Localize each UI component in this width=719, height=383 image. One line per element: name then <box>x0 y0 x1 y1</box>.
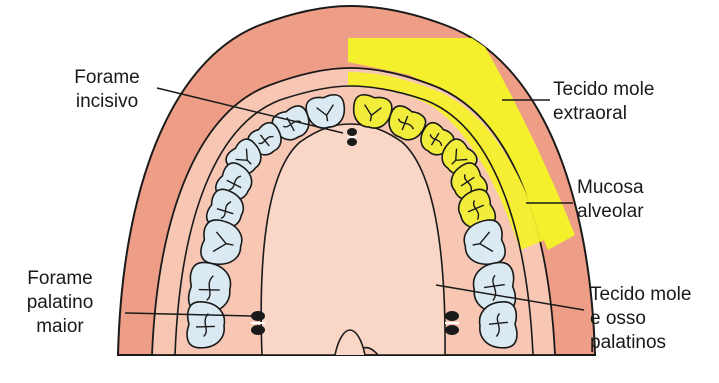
label-forame-palatino-line2: palatino <box>10 291 110 315</box>
label-forame-incisivo-line2: incisivo <box>62 90 152 114</box>
label-forame-palatino-line3: maior <box>10 315 110 339</box>
label-mucosa-alveolar-line1: Mucosa <box>577 176 644 200</box>
label-mucosa-alveolar: Mucosa alveolar <box>577 176 644 224</box>
label-forame-incisivo: Forame incisivo <box>62 66 152 114</box>
label-tecido-palatinos-line1: Tecido mole <box>590 283 691 307</box>
label-forame-incisivo-line1: Forame <box>62 66 152 90</box>
foramen-palatino-right-mark <box>445 311 459 335</box>
label-tecido-palatinos-line2: e osso <box>590 307 691 331</box>
label-forame-palatino-maior: Forame palatino maior <box>10 267 110 339</box>
tooth <box>187 301 225 348</box>
foramen-incisivo-mark <box>347 128 357 146</box>
label-tecido-extraoral-line1: Tecido mole <box>553 78 654 102</box>
label-tecido-mole-extraoral: Tecido mole extraoral <box>553 78 654 126</box>
label-mucosa-alveolar-line2: alveolar <box>577 200 644 224</box>
label-tecido-mole-osso-palatinos: Tecido mole e osso palatinos <box>590 283 691 355</box>
label-tecido-palatinos-line3: palatinos <box>590 331 691 355</box>
label-tecido-extraoral-line2: extraoral <box>553 102 654 126</box>
tooth <box>479 301 517 348</box>
foramen-palatino-left-mark <box>251 311 265 335</box>
label-forame-palatino-line1: Forame <box>10 267 110 291</box>
